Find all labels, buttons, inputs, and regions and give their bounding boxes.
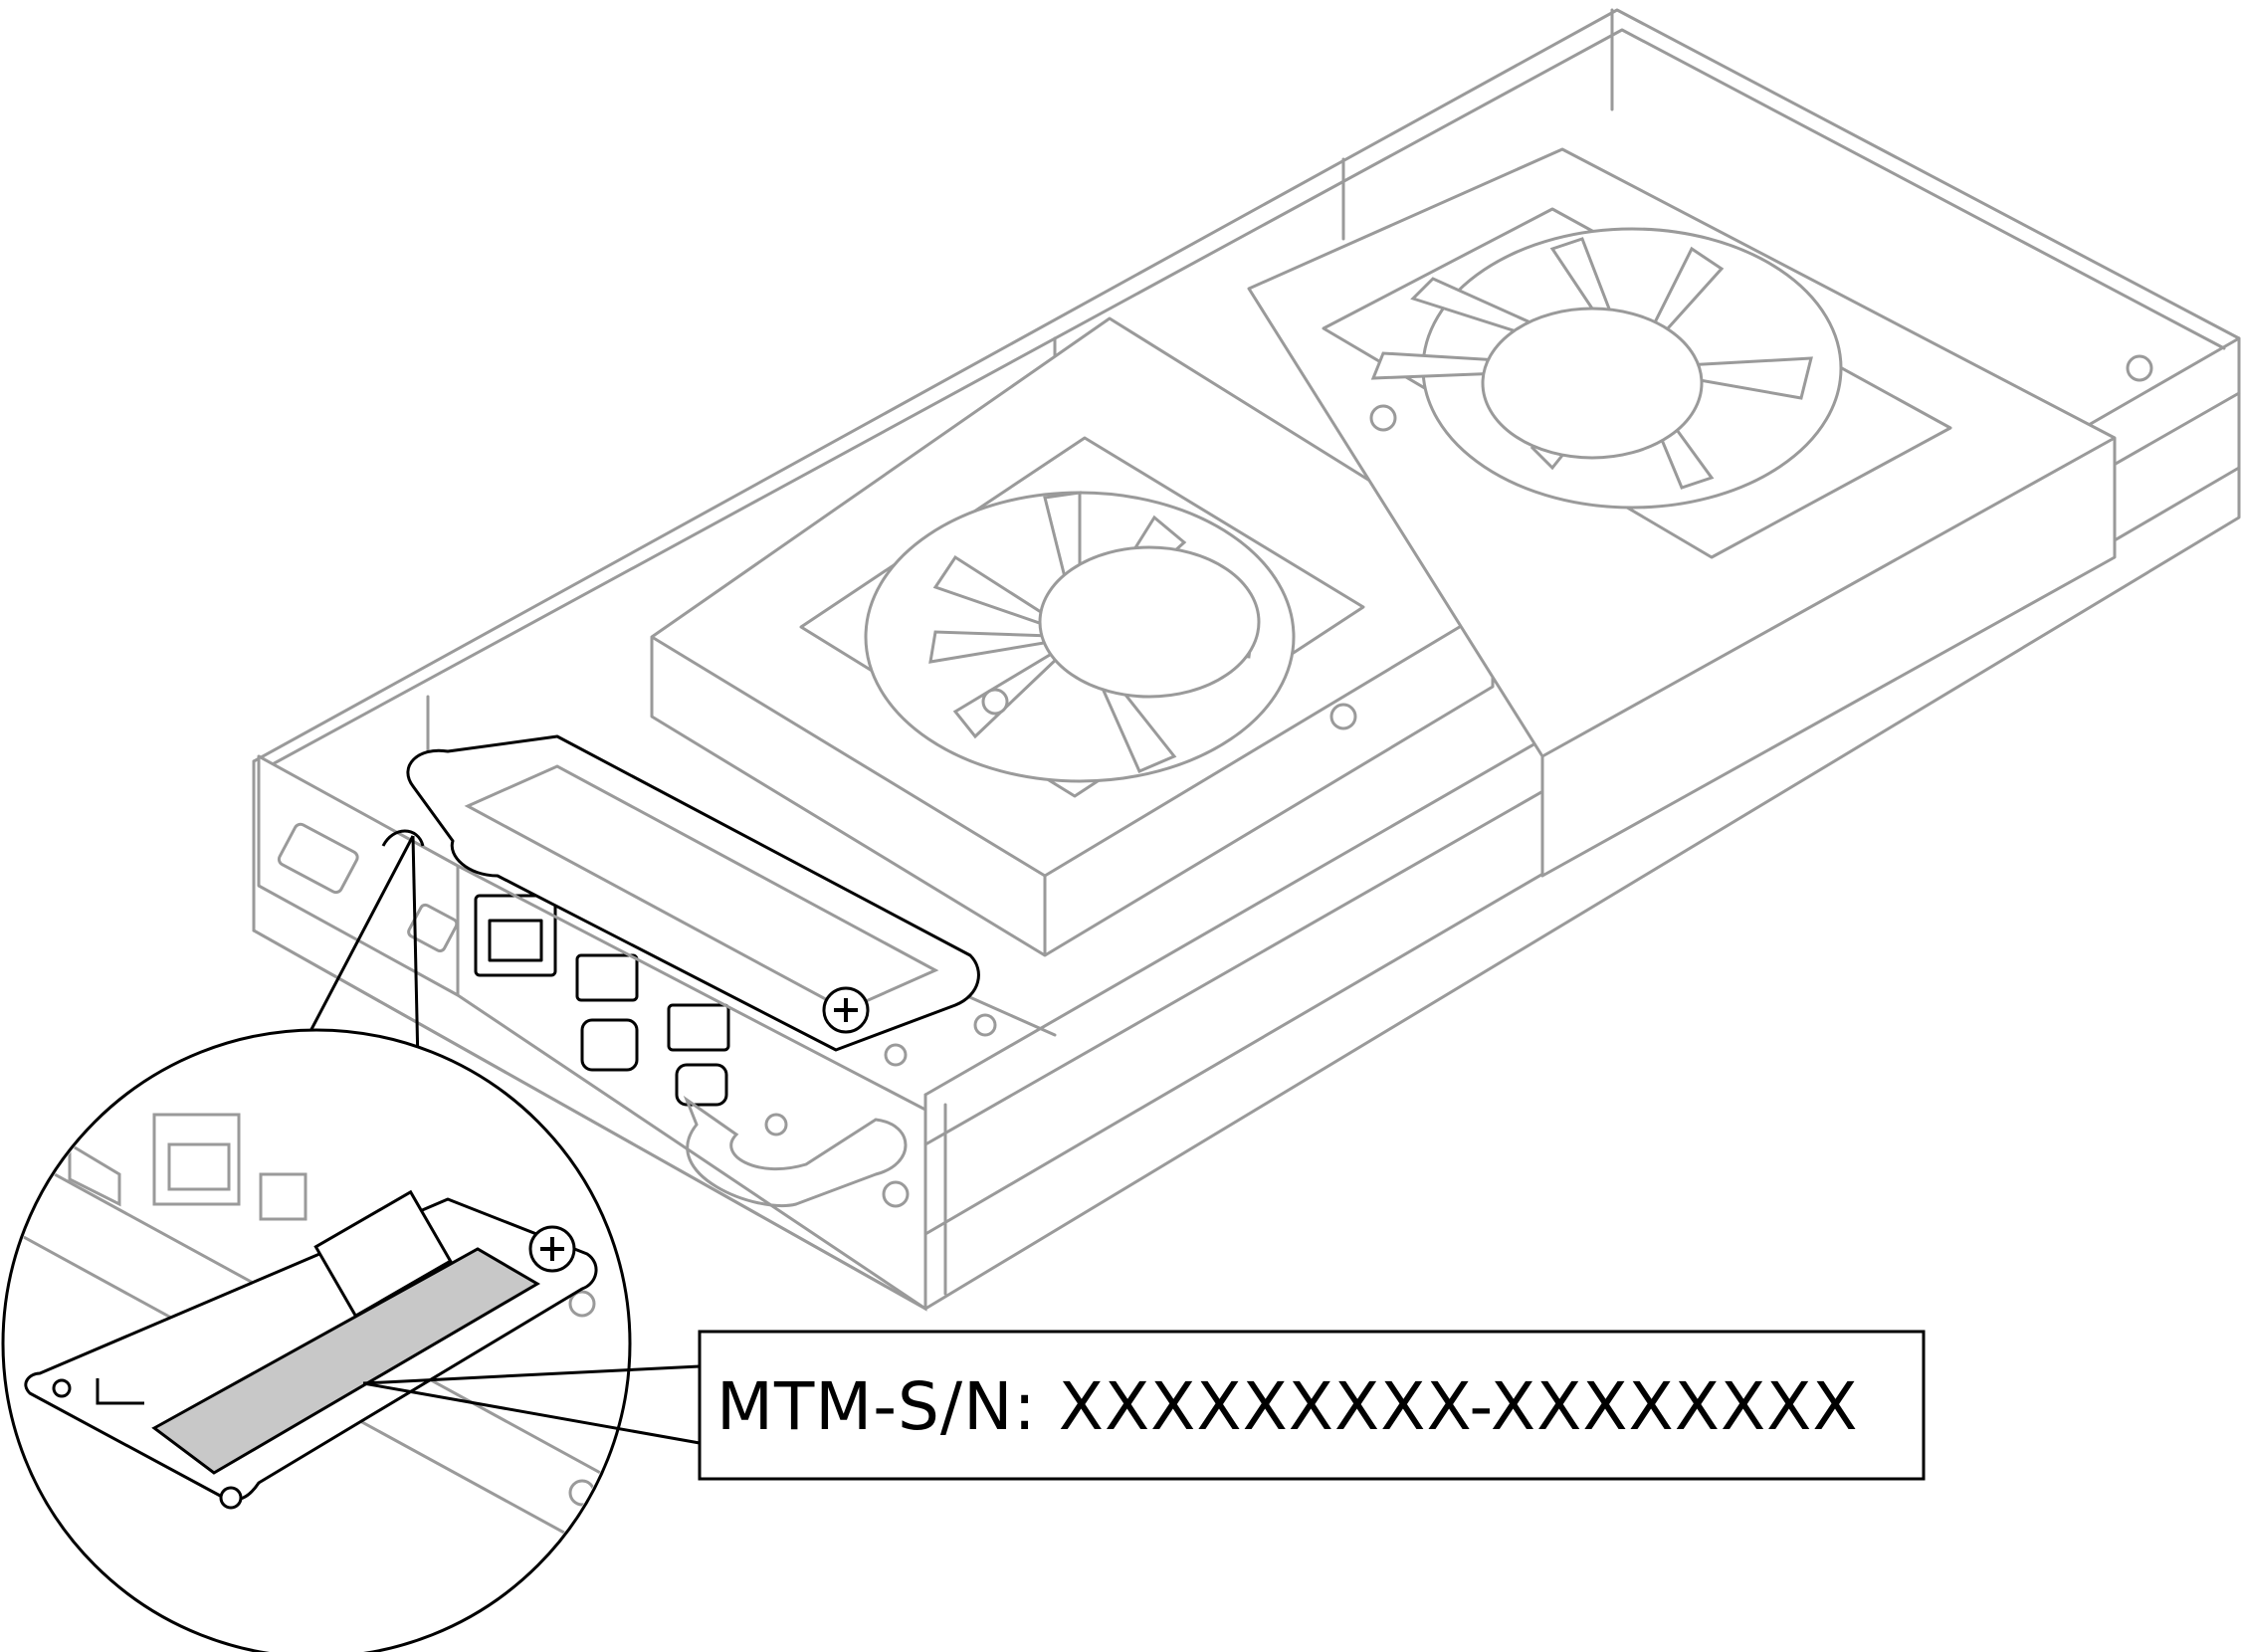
label-window: [313, 1189, 453, 1319]
usb-c-port-icon: [675, 1063, 728, 1107]
screw-icon: [882, 1180, 910, 1208]
screw-icon: [973, 1013, 997, 1037]
led-icon: [764, 1113, 788, 1136]
serial-number-label: MTM-S/N: XXXXXXXXX-XXXXXXXX: [716, 1368, 1859, 1445]
pull-handle: [683, 1095, 908, 1207]
panel-body: [457, 864, 927, 1312]
usb-port-zoom: [259, 1172, 307, 1221]
hdmi-port-zoom: [68, 1141, 121, 1207]
fan-rear: [1369, 227, 2153, 510]
screw-icon: [219, 1486, 243, 1510]
callout-box: [698, 1330, 1926, 1481]
fan-front: [864, 491, 1357, 783]
usb-port-icon: [575, 953, 639, 1002]
serial-label-sticker: [151, 1247, 540, 1475]
ethernet-port-inner: [488, 919, 543, 962]
screw-icon: [1329, 703, 1357, 730]
screw-icon: [981, 688, 1009, 716]
usb-port-icon: [667, 1003, 730, 1052]
ethernet-port-zoom: [152, 1113, 241, 1206]
screw-icon: [2126, 354, 2153, 382]
screw-icon: [568, 1290, 596, 1318]
usb-c-port-icon: [580, 1018, 639, 1072]
label-plate: [406, 734, 997, 1067]
magnified-detail: [1, 1028, 632, 1652]
screw-icon: [884, 1043, 908, 1067]
callout-pointer: [362, 1364, 701, 1445]
zoom-leader-lines: [306, 829, 425, 1066]
screw-icon: [1369, 404, 1397, 432]
io-ports: [474, 894, 730, 1107]
hdmi-port-icon: [277, 822, 359, 895]
